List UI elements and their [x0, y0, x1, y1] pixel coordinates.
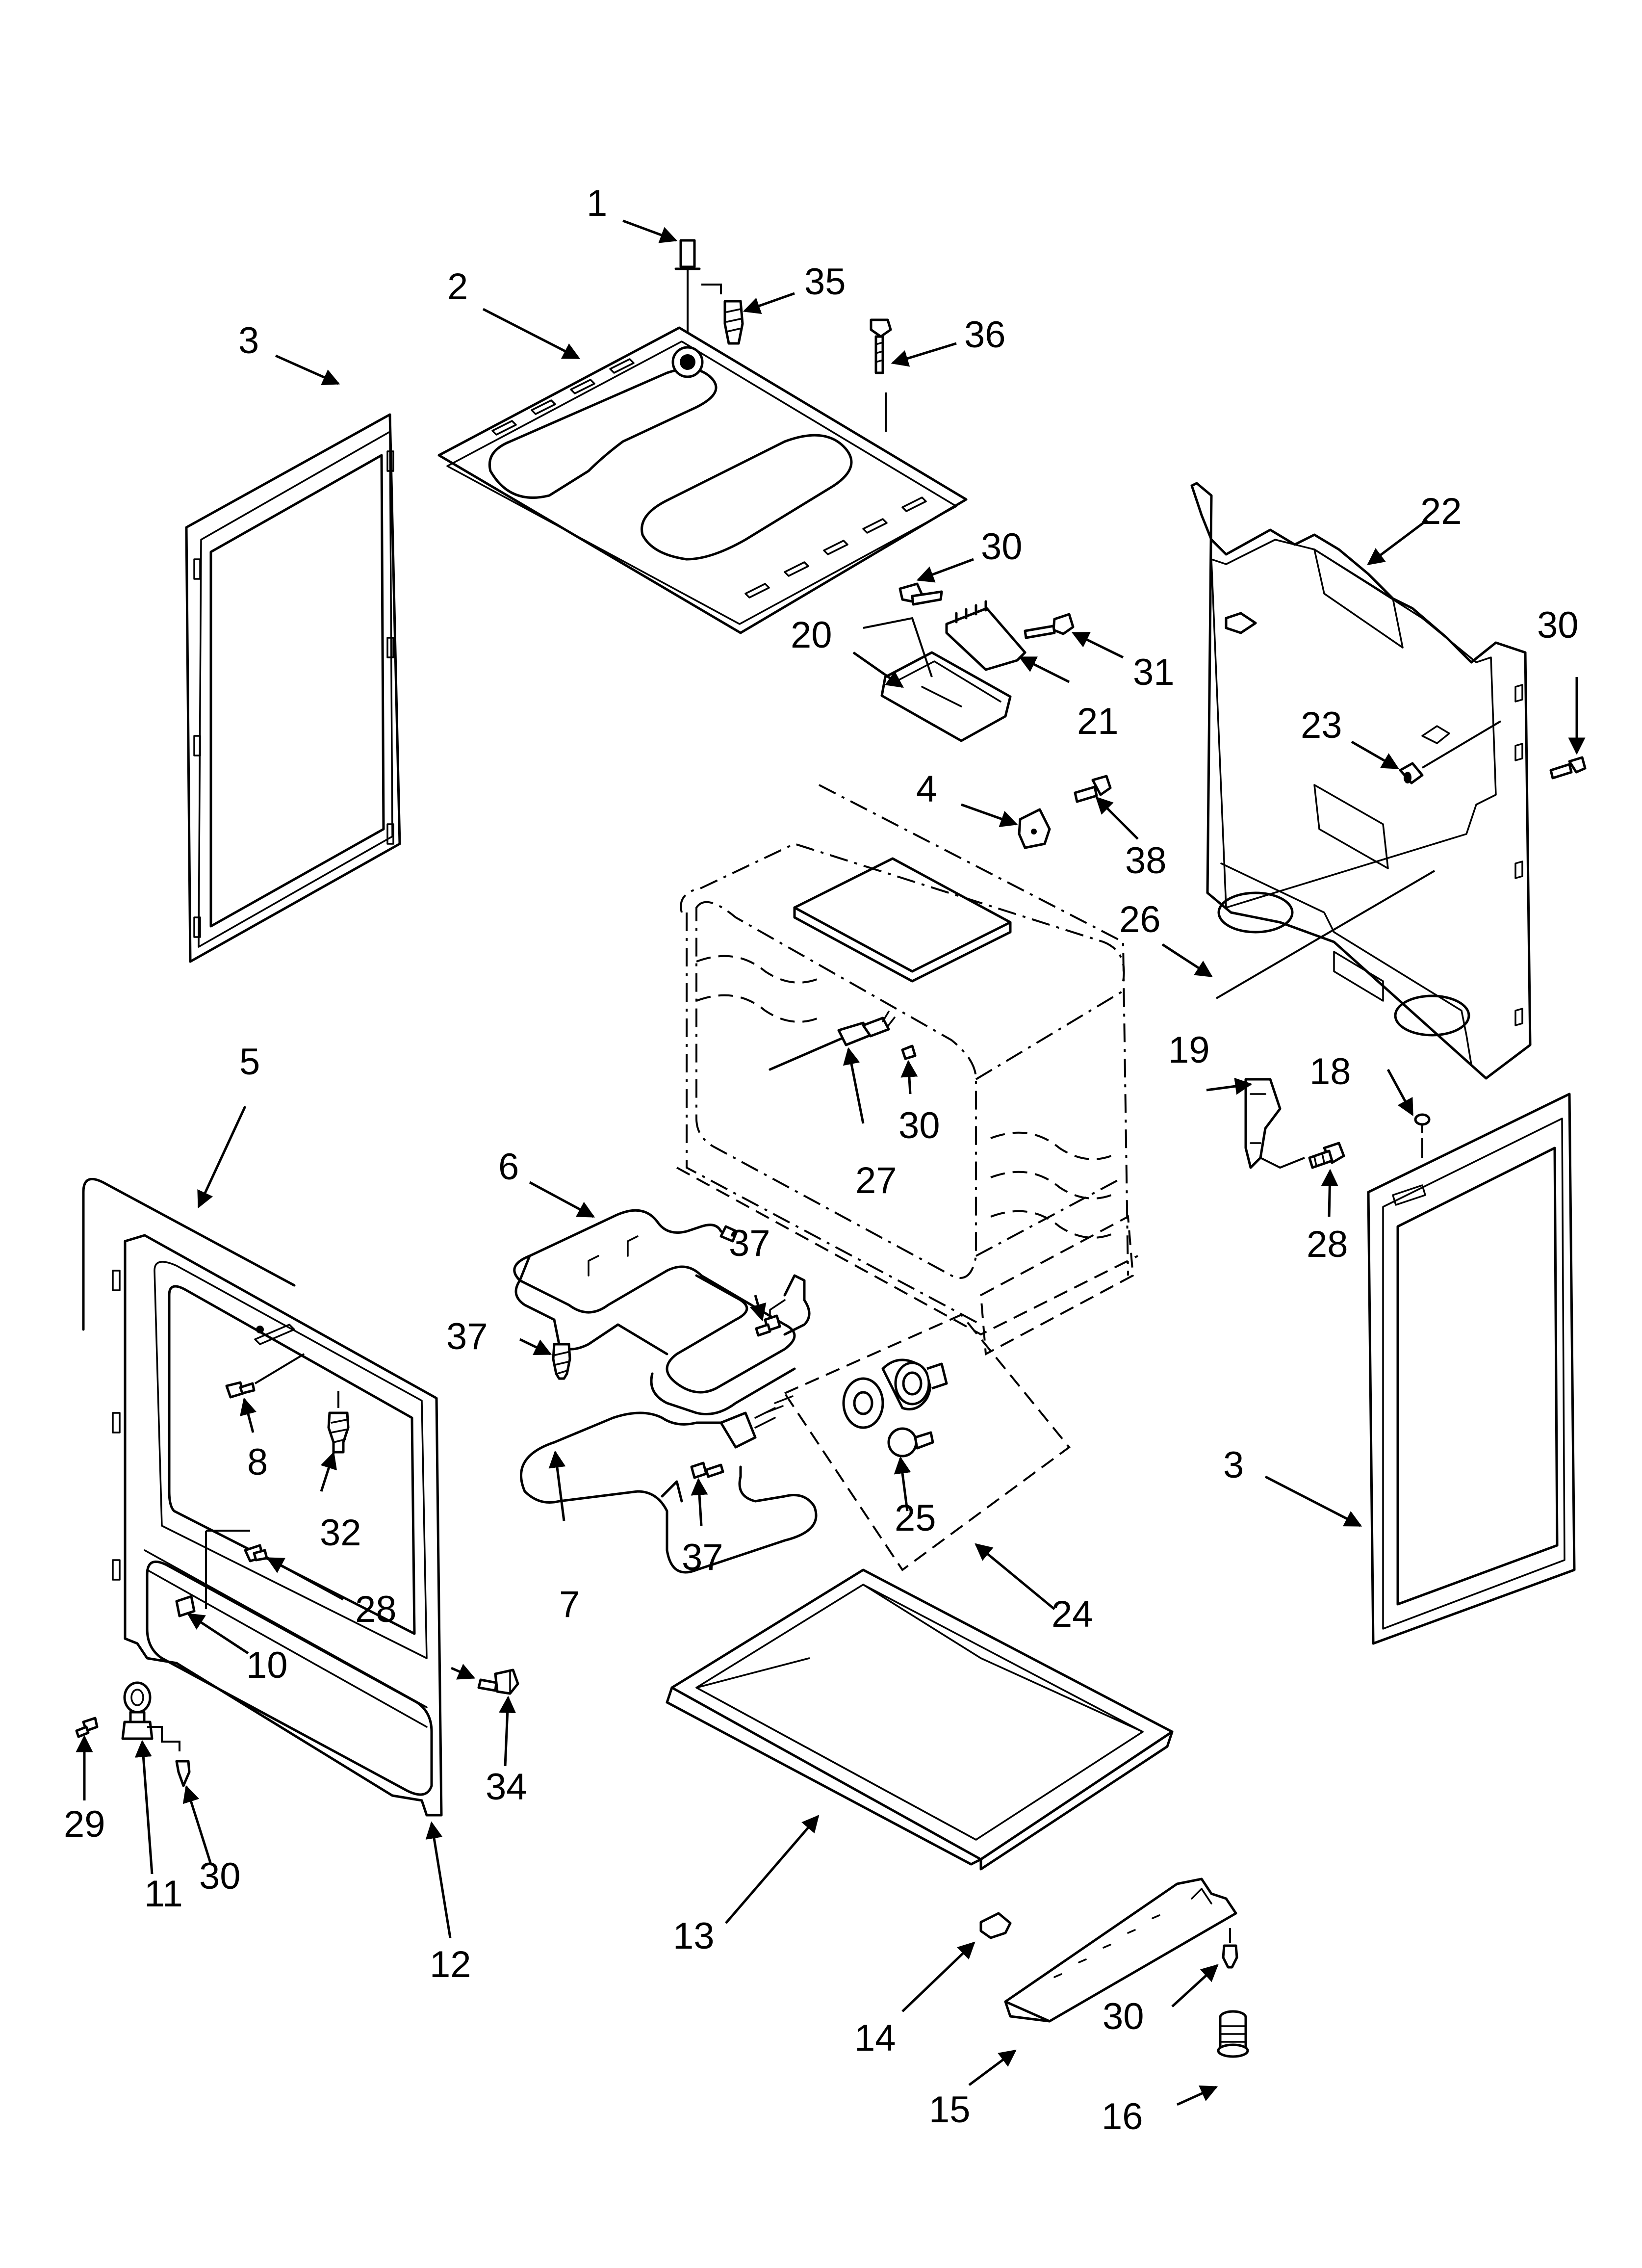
- part-22-back-panel: [1190, 482, 1532, 1080]
- part-7-bake-element: [520, 1395, 818, 1574]
- part-37-screw-b: [755, 1314, 781, 1337]
- callout-27: 27: [855, 1160, 897, 1201]
- callout-3-right: 3: [1223, 1444, 1244, 1486]
- part-5-gasket: [82, 1177, 296, 1331]
- callout-6: 6: [498, 1146, 519, 1188]
- callout-labels: 1 35 2 36 3 30 20 31 21 22 30 23 4 38 26…: [64, 182, 1579, 2138]
- callout-10: 10: [246, 1644, 288, 1686]
- part-10-latch: [175, 1530, 250, 1617]
- callout-30-bottom: 30: [1103, 1996, 1144, 2037]
- callout-18: 18: [1309, 1051, 1351, 1093]
- callout-34: 34: [486, 1766, 527, 1808]
- part-28-screw-right: [1308, 1142, 1345, 1169]
- part-15-rail: [1004, 1877, 1237, 2023]
- part-13-bottom-tray: [666, 1568, 1174, 1871]
- callout-30-top: 30: [981, 526, 1023, 568]
- part-11-hinge-stud: [121, 1681, 180, 1751]
- callout-12: 12: [430, 1944, 471, 1985]
- callout-8: 8: [247, 1441, 268, 1483]
- part-20-bracket: [880, 651, 1012, 742]
- part-34-screw: [477, 1668, 519, 1695]
- callout-24: 24: [1052, 1593, 1093, 1635]
- part-26-oven-cavity: [676, 784, 1436, 1356]
- callout-23: 23: [1301, 704, 1342, 746]
- callout-13: 13: [673, 1915, 715, 1957]
- callout-2: 2: [447, 266, 468, 308]
- callout-26: 26: [1119, 899, 1161, 940]
- part-3-left-side-panel: [185, 413, 401, 963]
- callout-3-left: 3: [238, 320, 259, 362]
- callout-30-right: 30: [1537, 604, 1579, 646]
- part-31-screw: [1024, 613, 1075, 639]
- callout-36: 36: [964, 314, 1006, 356]
- callout-30-left: 30: [199, 1855, 241, 1897]
- callout-20: 20: [791, 614, 832, 656]
- part-27-probe: [769, 1011, 917, 1071]
- part-30-screw-left: [175, 1760, 191, 1787]
- part-4-clip: [1018, 808, 1051, 849]
- callout-16: 16: [1102, 2096, 1143, 2138]
- part-30-screw-right: [1549, 756, 1587, 780]
- part-18-pin: [1414, 1113, 1431, 1158]
- part-37-screw-a: [552, 1343, 571, 1380]
- callout-37-bottom: 37: [682, 1537, 723, 1578]
- callout-19: 19: [1168, 1029, 1210, 1071]
- part-36-bolt: [870, 318, 892, 432]
- part-29-screw: [75, 1717, 99, 1738]
- part-14-clip: [979, 1912, 1012, 1939]
- callout-37-left: 37: [446, 1316, 488, 1357]
- callout-31: 31: [1133, 652, 1175, 693]
- part-2-top-panel: [437, 326, 968, 634]
- part-16-leveling-leg: [1217, 2010, 1249, 2058]
- part-25-knob: [842, 1358, 948, 1458]
- part-37-screw-c: [690, 1461, 724, 1479]
- part-28-screw-front: [244, 1544, 268, 1563]
- callout-32: 32: [320, 1512, 361, 1554]
- callout-14: 14: [854, 2017, 896, 2059]
- callout-38: 38: [1125, 840, 1167, 882]
- part-8-screw: [225, 1353, 305, 1399]
- callout-15: 15: [929, 2089, 971, 2131]
- callout-1: 1: [587, 182, 607, 224]
- callout-28-front: 28: [355, 1589, 397, 1630]
- part-12-front-frame: [112, 1234, 443, 1817]
- part-32-screw: [327, 1391, 350, 1454]
- callout-30-cavity: 30: [898, 1105, 940, 1147]
- callout-22: 22: [1420, 491, 1462, 532]
- part-23-sensor: [1399, 720, 1502, 784]
- callout-29: 29: [64, 1803, 105, 1845]
- part-19-bracket: [1244, 1078, 1305, 1169]
- callout-28-right: 28: [1307, 1224, 1348, 1265]
- leader-arrows: [76, 219, 1586, 2106]
- part-24-kit: [783, 1313, 1071, 1571]
- part-21-terminal-block: [945, 600, 1026, 671]
- callout-4: 4: [916, 768, 937, 810]
- callout-25: 25: [895, 1497, 936, 1539]
- part-6-broil-element: [513, 1209, 811, 1415]
- callout-7: 7: [559, 1584, 580, 1625]
- callout-5: 5: [239, 1041, 260, 1083]
- part-38-screw: [1074, 775, 1112, 803]
- callout-11: 11: [144, 1873, 183, 1915]
- part-30-screw-bottom: [1222, 1928, 1238, 1969]
- callout-37-top: 37: [729, 1223, 770, 1264]
- callout-35: 35: [804, 261, 846, 303]
- part-30-screw-top: [863, 582, 943, 678]
- callout-21: 21: [1077, 701, 1119, 742]
- part-3-right-side-panel: [1367, 1093, 1576, 1645]
- part-35-screw: [701, 284, 744, 345]
